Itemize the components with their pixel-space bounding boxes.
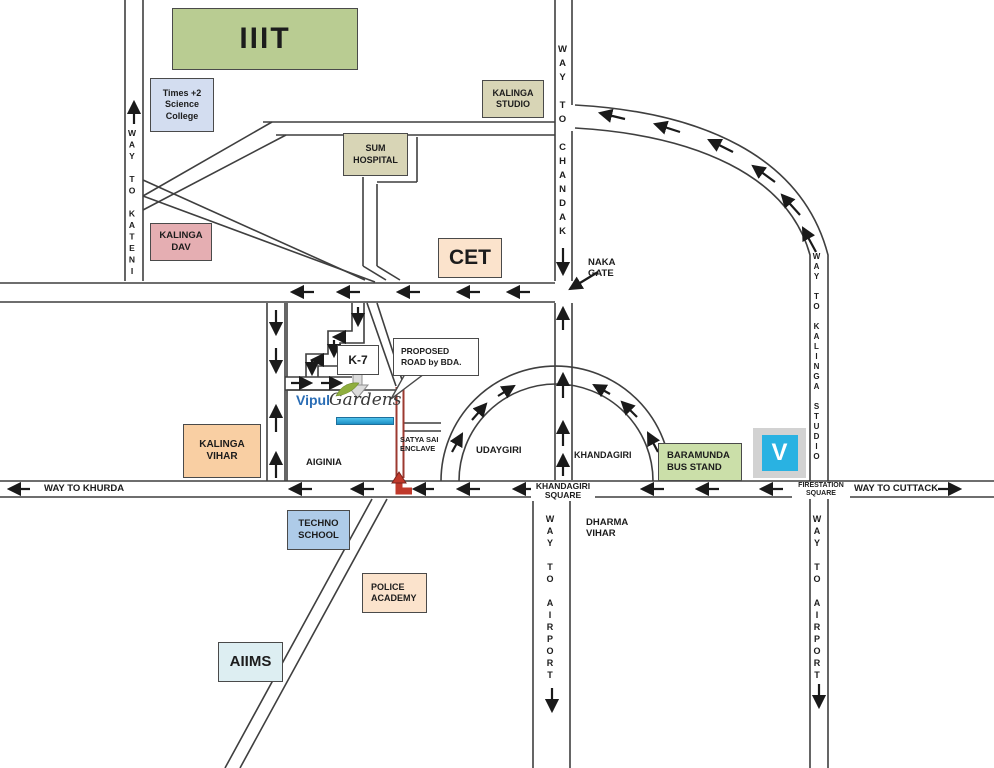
place-kalinga-studio: KALINGA STUDIO (482, 80, 544, 118)
label-naka-gate: NAKA GATE (588, 257, 616, 279)
label-khandagiri: KHANDAGIRI (574, 450, 632, 460)
place-cet: CET (438, 238, 502, 278)
road-way-to-chandak (554, 0, 573, 480)
label-way-to-kalinga-studio: WAY TO KALINGA STUDIO (812, 252, 821, 462)
road-way-to-kateni (124, 0, 144, 281)
curve-arrows (597, 108, 817, 253)
proposed-road-red (395, 387, 405, 478)
place-baramunda-bus-stand: BARAMUNDA BUS STAND (658, 443, 742, 481)
vipul-v-badge: V (753, 428, 806, 478)
red-turn-arrow (391, 471, 412, 495)
logo-text-primary: Vipul (296, 392, 330, 408)
label-way-to-khurda: WAY TO KHURDA (44, 483, 125, 494)
label-dharma-vihar: DHARMA VIHAR (586, 517, 629, 539)
place-k7: K-7 (337, 345, 379, 375)
road-sum-hospital-block (362, 137, 418, 281)
road-diagonals-topleft (142, 121, 376, 283)
airport-arrows (544, 684, 827, 714)
road-upper-horizontal (0, 121, 555, 303)
label-way-to-airport-right: WAY TO AIRPORT (812, 514, 822, 682)
label-udaygiri: UDAYGIRI (476, 445, 522, 456)
v-badge-letter: V (761, 435, 798, 471)
place-police-academy: POLICE ACADEMY (362, 573, 427, 613)
place-kalinga-vihar: KALINGA VIHAR (183, 424, 261, 478)
inner-road-arrows (268, 310, 344, 478)
place-iiit: IIIT (172, 8, 358, 70)
label-khandagiri-square: KHANDAGIRI SQUARE (531, 481, 595, 501)
logo-text-secondary: Gardens (328, 390, 402, 410)
naka-gate-pointer (568, 271, 599, 291)
place-times-science-college: Times +2 Science College (150, 78, 214, 132)
road-inner-vertical (266, 303, 286, 481)
road-airport-center (532, 499, 571, 768)
label-way-to-airport-center: WAY TO AIRPORT (545, 514, 555, 682)
place-sum-hospital: SUM HOSPITAL (343, 133, 408, 176)
label-way-to-cuttack: WAY TO CUTTACK (854, 483, 939, 494)
label-way-to-kateni: WAY TO KATENI (127, 128, 137, 278)
vipul-gardens-logo: VipulGardens (296, 382, 402, 430)
place-kalinga-dav: KALINGA DAV (150, 223, 212, 261)
label-satya-sai-enclave: SATYA SAI ENCLAVE (400, 435, 439, 453)
logo-banner (336, 417, 394, 425)
road-airport-right (809, 499, 829, 768)
semicircle-arrows (449, 383, 660, 453)
proposed-road-callout: PROPOSED ROAD by BDA. (393, 338, 479, 376)
place-techno-school: TECHNO SCHOOL (287, 510, 350, 550)
leaf-icon (335, 382, 360, 397)
place-aiims: AIIMS (218, 642, 283, 682)
label-way-to-chandak: WAY TO CHANDAK (557, 44, 568, 240)
road-curve-kalinga-studio (574, 104, 829, 481)
road-semicircle-khandagiri (440, 365, 672, 482)
label-aiginia: AIGINIA (306, 457, 342, 468)
label-firestation-square: FIRESTATION SQUARE (792, 482, 850, 499)
